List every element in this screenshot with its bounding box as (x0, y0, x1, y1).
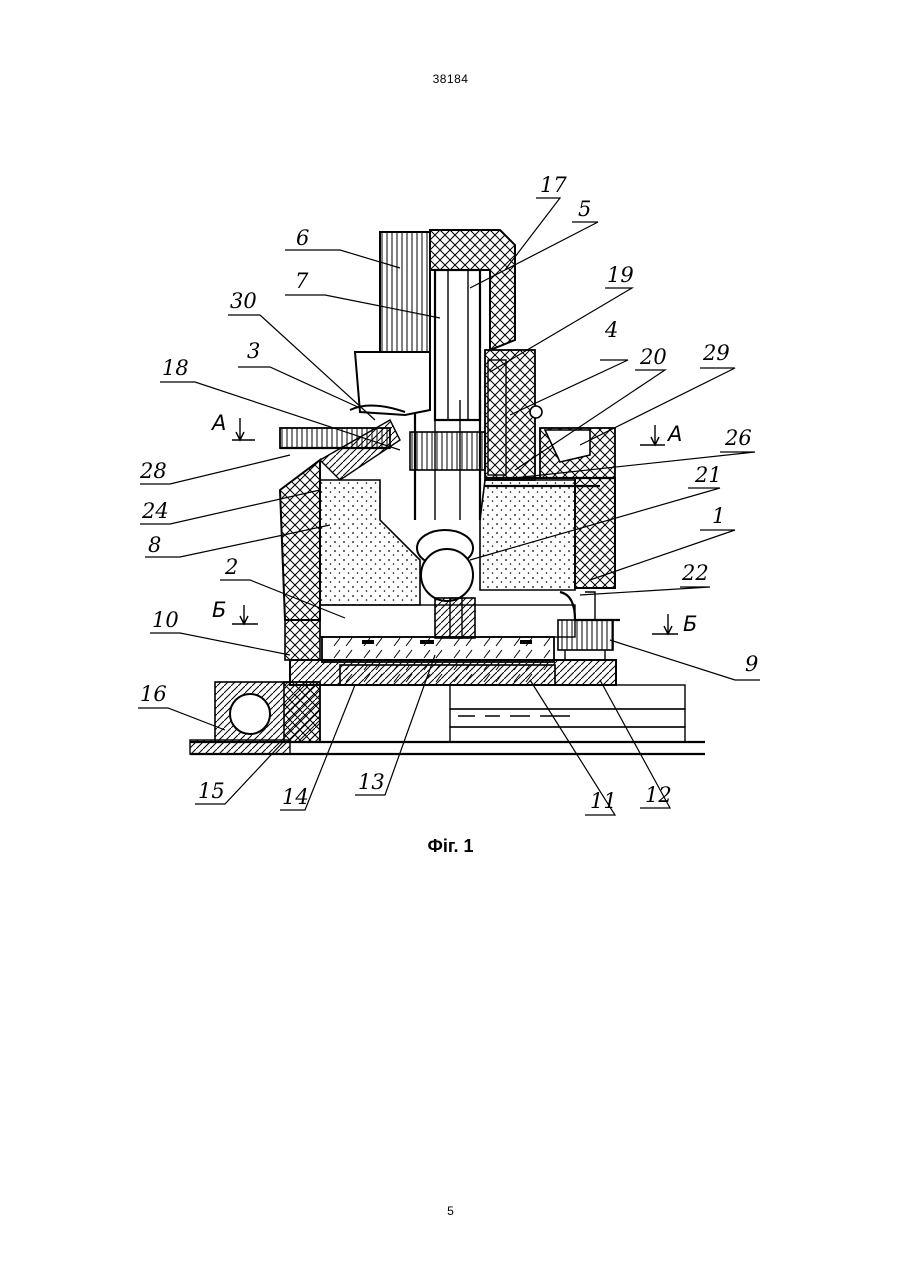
label-18: 18 (162, 356, 189, 380)
label-11: 11 (590, 789, 617, 813)
page-number: 5 (0, 1204, 901, 1218)
label-17: 17 (540, 173, 567, 197)
label-9: 9 (745, 652, 758, 676)
label-15: 15 (198, 779, 225, 803)
label-29: 29 (702, 341, 730, 365)
label-8: 8 (148, 533, 161, 557)
section-mark-a-right: A (666, 422, 682, 446)
label-6: 6 (296, 226, 309, 250)
motor-cover (430, 230, 515, 350)
label-7: 7 (295, 269, 309, 293)
label-13: 13 (358, 770, 385, 794)
label-12: 12 (645, 783, 672, 807)
label-3: 3 (247, 339, 260, 363)
label-4: 4 (604, 318, 618, 342)
lower-ring (285, 620, 320, 660)
label-5: 5 (578, 197, 591, 221)
bearing (215, 682, 320, 742)
label-22: 22 (681, 561, 709, 585)
hub-gear (410, 432, 485, 470)
label-26: 26 (724, 426, 752, 450)
label-19: 19 (607, 263, 634, 287)
label-30: 30 (230, 289, 257, 313)
label-10: 10 (152, 608, 179, 632)
label-24: 24 (141, 499, 169, 523)
section-mark-b-right: Б (683, 612, 697, 636)
label-1: 1 (712, 504, 725, 528)
label-28: 28 (139, 459, 167, 483)
section-mark-a-left: A (210, 411, 226, 435)
figure-caption: Фіг. 1 (0, 836, 901, 857)
label-2: 2 (224, 555, 238, 579)
label-16: 16 (140, 682, 167, 706)
label-21: 21 (694, 463, 722, 487)
glass-disk (322, 637, 554, 662)
gear (558, 620, 613, 650)
label-20: 20 (639, 345, 667, 369)
section-mark-b-left: Б (212, 598, 226, 622)
label-14: 14 (282, 785, 309, 809)
